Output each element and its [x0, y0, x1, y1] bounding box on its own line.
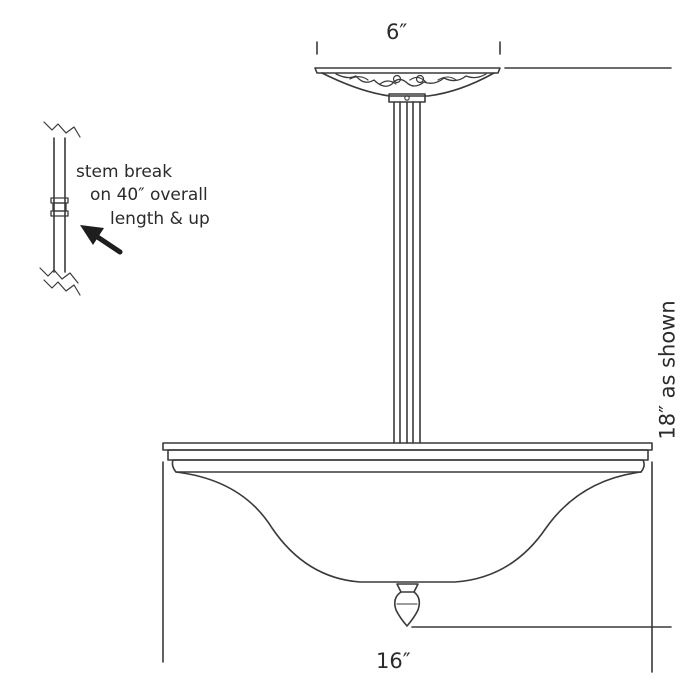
stem-break-icon: [39, 121, 81, 296]
stem-break-note-line-1: stem break: [76, 162, 173, 182]
canopy-width-label: 6″: [386, 20, 408, 44]
canopy: [314, 67, 501, 103]
arrow-icon: [80, 225, 123, 255]
stem: [393, 101, 421, 444]
height-label: 18″ as shown: [655, 300, 680, 440]
canopy-dimension-line: [316, 41, 501, 55]
bowl-width-label: 16″: [376, 649, 411, 673]
height-dimension-line: [411, 67, 672, 628]
glass-bowl: [175, 471, 642, 583]
stem-break-note-line-2: on 40″ overall: [90, 185, 208, 205]
bowl-width-dimension-line: [162, 461, 653, 673]
bowl-rim: [162, 442, 653, 473]
stem-break-note-line-3: length & up: [110, 209, 210, 229]
finial: [394, 583, 421, 627]
